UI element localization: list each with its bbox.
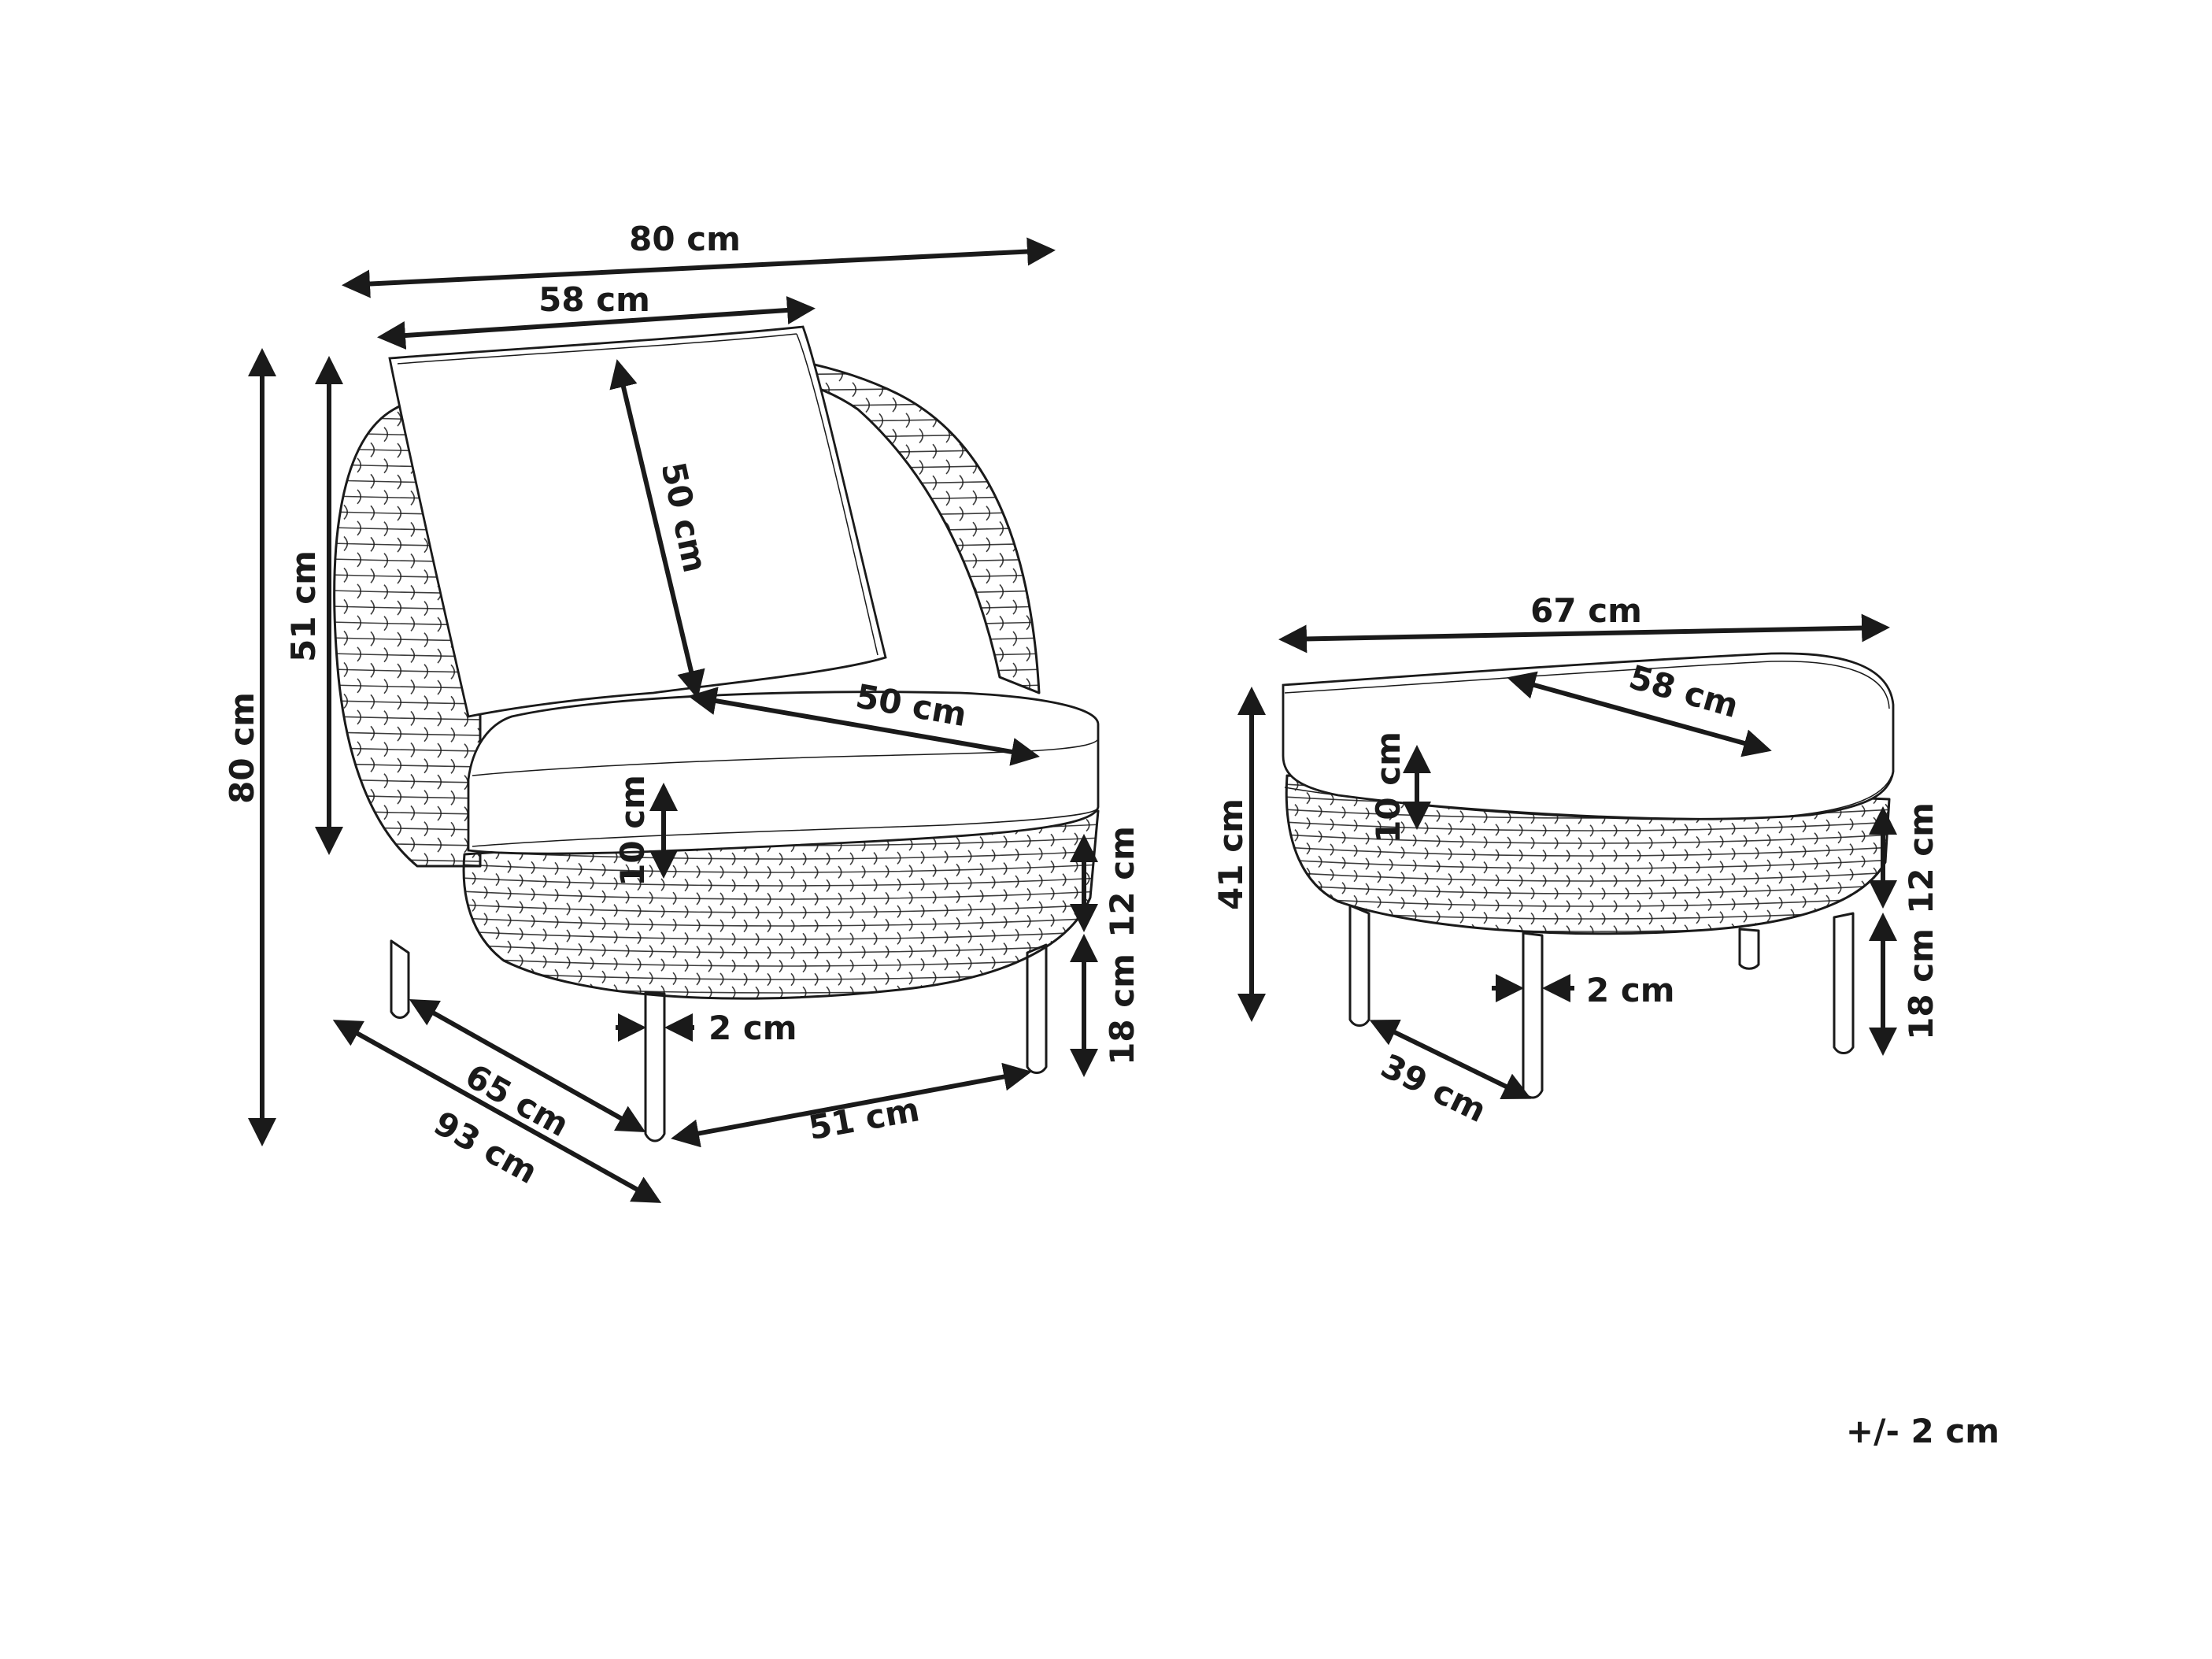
label-chair-total-width: 80 cm: [629, 220, 741, 258]
dim-line-chair-pillow-height: [609, 359, 705, 699]
label-ottoman-base: 12 cm: [1902, 802, 1940, 914]
dim-line-chair-back-width: [377, 296, 816, 350]
label-chair-cushion: 10 cm: [613, 775, 652, 887]
ottoman-drawing: [1282, 652, 1895, 1099]
label-chair-leg: 18 cm: [1103, 954, 1141, 1065]
label-ottoman-depth: 39 cm: [1375, 1046, 1493, 1130]
label-chair-back-height: 51 cm: [284, 550, 323, 662]
ottoman-base-shell: [1285, 774, 1891, 935]
tolerance-note: +/- 2 cm: [1846, 1412, 1999, 1450]
armchair-base-shell: [462, 809, 1100, 1000]
armchair-pillow: [388, 325, 887, 718]
label-chair-base: 12 cm: [1103, 826, 1141, 938]
dim-line-ottoman-depth: [1369, 1019, 1532, 1100]
label-ottoman-total-height: 41 cm: [1211, 798, 1250, 910]
label-ottoman-leg-diameter: 2 cm: [1586, 971, 1675, 1009]
dim-line-chair-seat-depth: [688, 687, 1040, 766]
dim-line-chair-depth-total: [332, 1020, 662, 1203]
label-chair-total-height: 80 cm: [223, 692, 261, 804]
dim-line-ottoman-seat-width: [1507, 671, 1772, 757]
label-chair-leg-span: 51 cm: [805, 1090, 922, 1147]
label-ottoman-total-width: 67 cm: [1530, 591, 1642, 630]
label-chair-back-width: 58 cm: [538, 280, 650, 319]
dim-line-chair-total-width: [342, 237, 1056, 298]
label-ottoman-leg: 18 cm: [1902, 928, 1940, 1040]
dim-line-ottoman-total-width: [1278, 613, 1890, 654]
dim-line-chair-leg-span: [671, 1062, 1032, 1148]
armchair-seat-cushion: [467, 691, 1100, 855]
label-ottoman-cushion: 10 cm: [1369, 731, 1407, 843]
label-chair-leg-diameter: 2 cm: [708, 1009, 797, 1047]
dimension-lines: [248, 237, 1897, 1203]
